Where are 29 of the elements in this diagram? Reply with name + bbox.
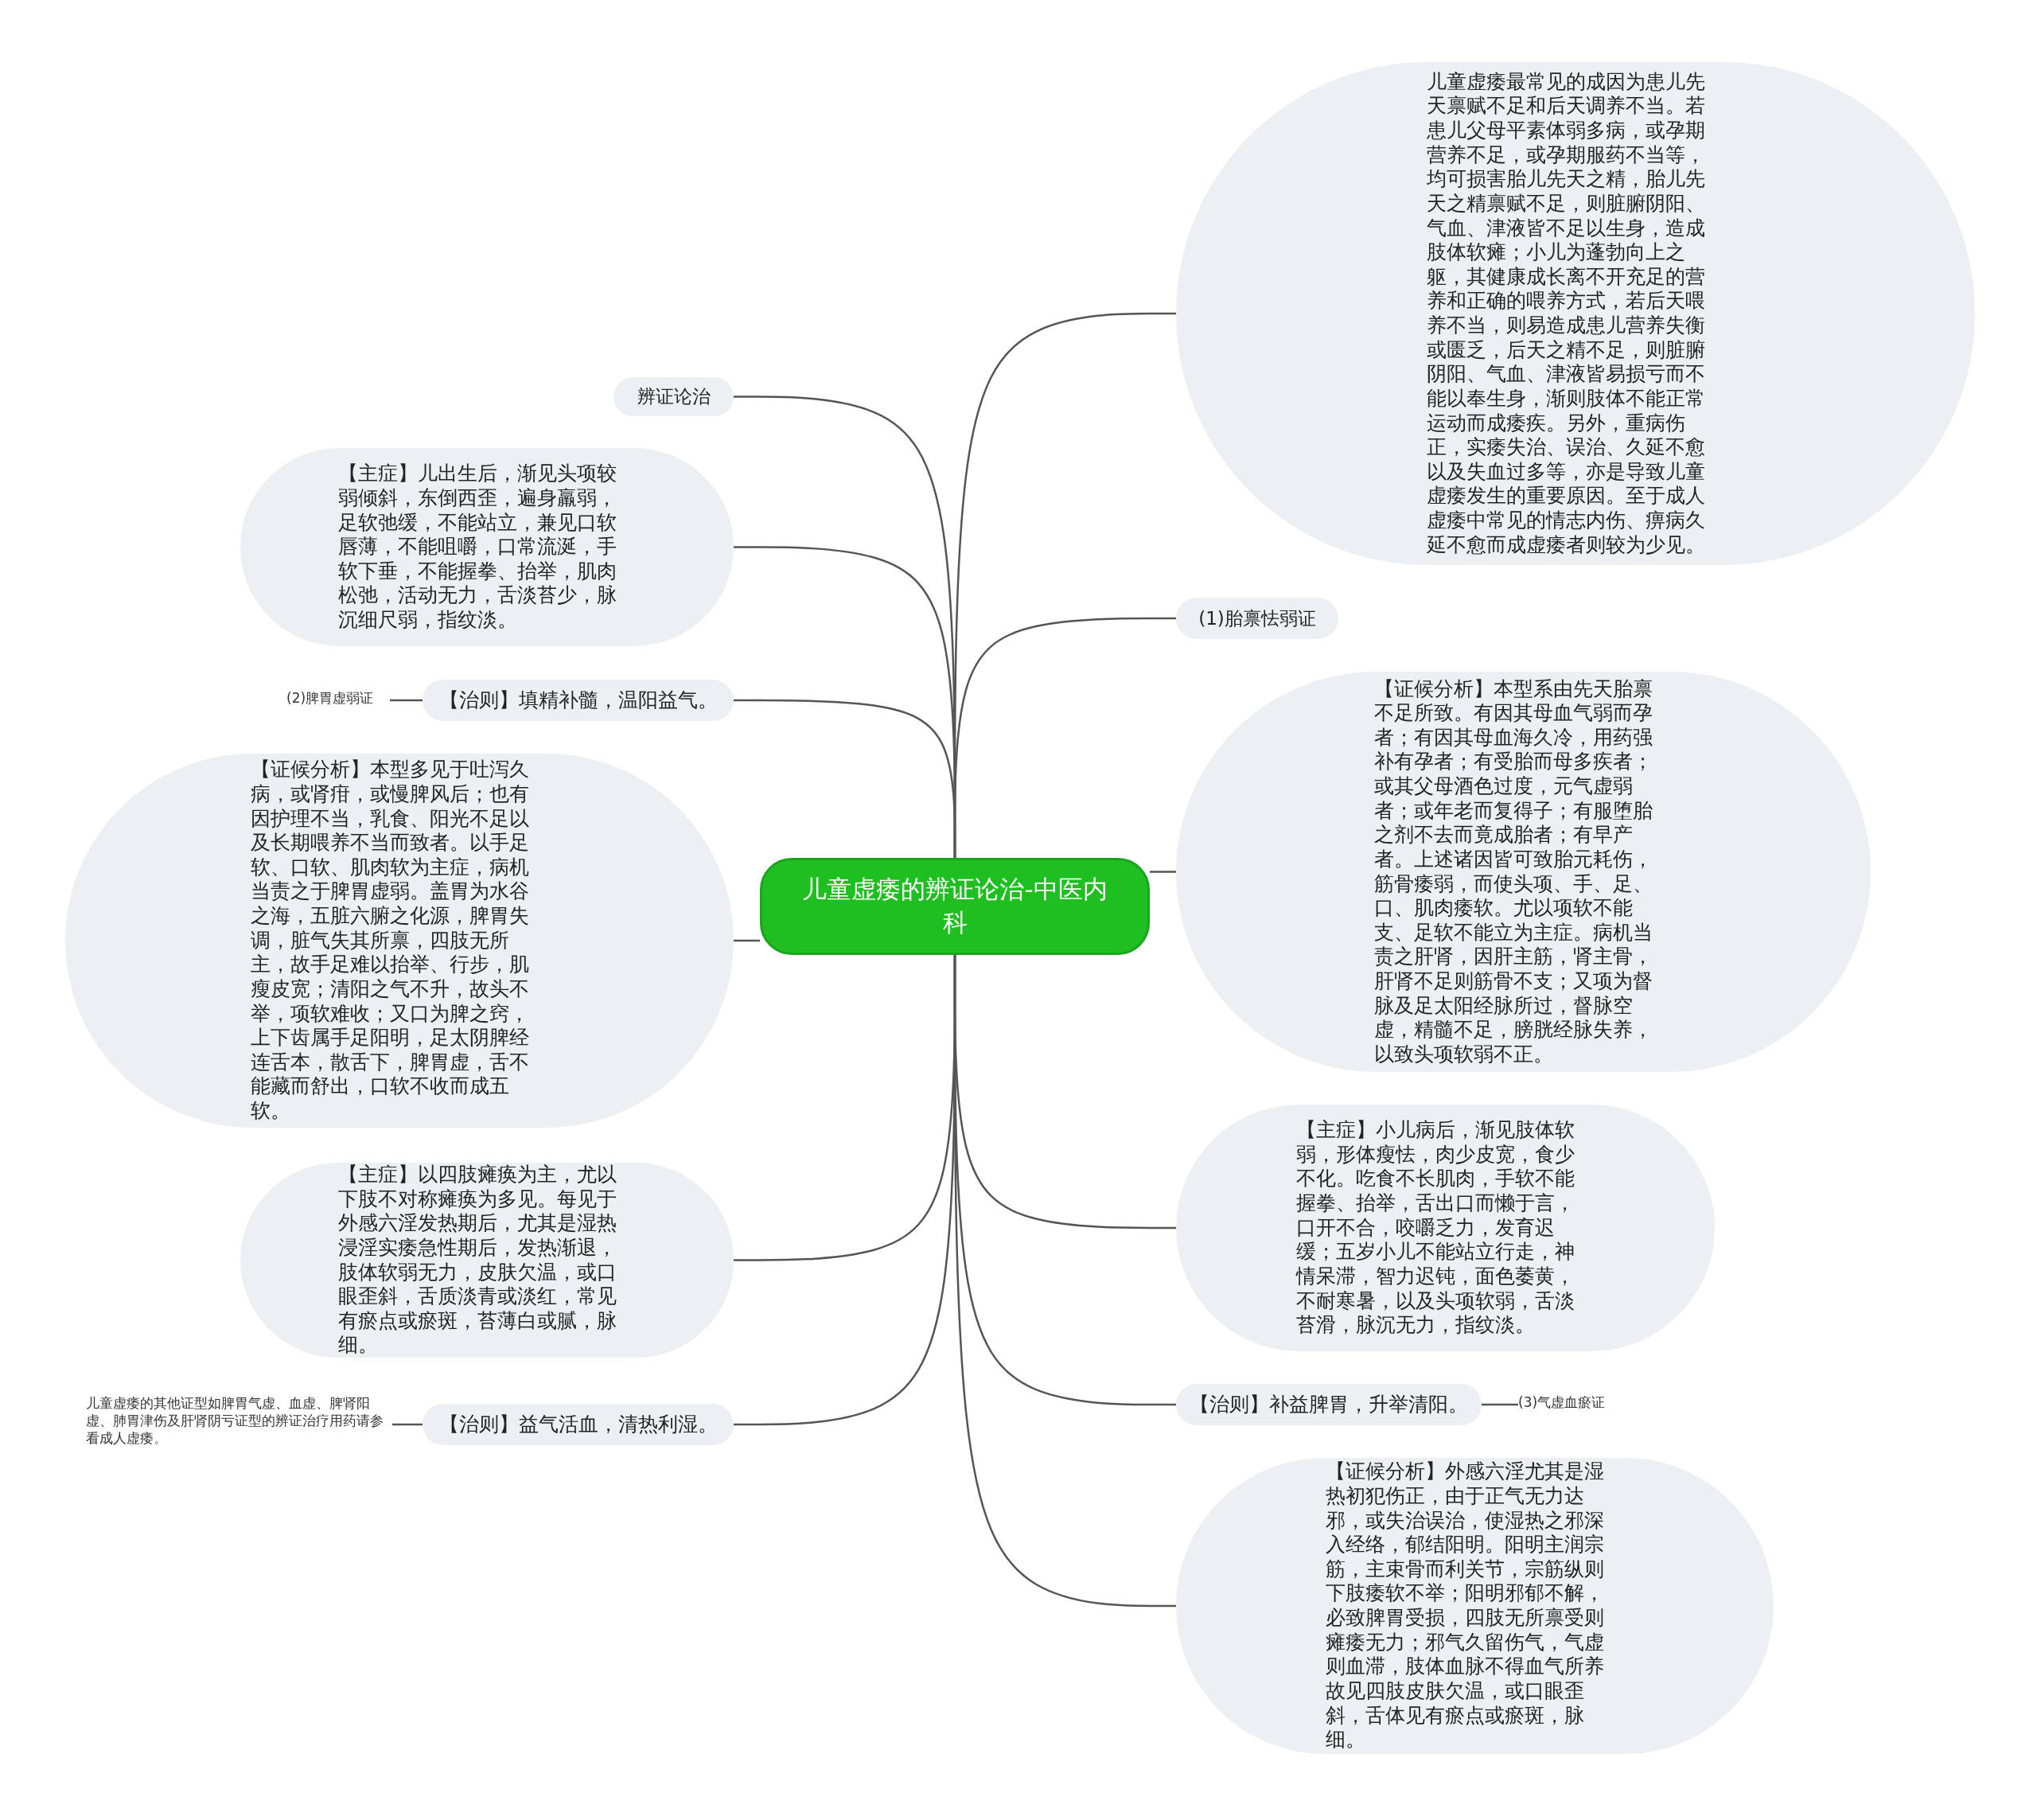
connector-line — [390, 699, 423, 702]
topic-text: 【主症】儿出生后，渐见头项较弱倾斜，东倒西歪，遍身羸弱，足软弛缓，不能站立，兼见口软唇薄，不能咀嚼，口常流涎，手软下垂，不能握拳、抬举，肌肉松弛，活动无力，舌淡苔少，脉沉细尺弱，指纹淡。 — [337, 462, 617, 633]
connector-line — [392, 1423, 423, 1426]
topic-text: 儿童虚痿最常见的成因为患儿先天禀赋不足和后天调养不当。若患儿父母平素体弱多病，或孕期营养不足，或孕期服药不当等，均可损害胎儿先天之精，胎儿先天之精禀赋不足，则脏腑阴阳、气血、津液皆不足以生身，造成肢体软瘫；小儿为蓬勃向上之躯，其健康成长离不开充足的营养和正确的喂养方式，若后天喂养不当，则易造成患儿营养失衡或匮乏，后天之精不足，则脏腑阴阳、气血、津液皆易损亏而不能以奉生身，渐则肢体不能正常运动而成痿疾。另外，重病伤正，实痿失治、误治、久延不愈以及失血过多等，亦是导致儿童虚痿发生的重要原因。至于成人虚痿中常见的情志内伤、痹病久延不愈而成虚痿者则较为少见。 — [1426, 69, 1706, 558]
central-topic — [760, 858, 1150, 955]
topic-text: 【治则】填精补髓，温阳益气。 — [438, 688, 718, 713]
connector-line — [953, 955, 1176, 1608]
central-topic-text: 儿童虚痿的辨证论治-中医内科 — [801, 874, 1108, 938]
topic-text: 【证候分析】本型系由先天胎禀不足所致。有因其母血气弱而孕者；有因其母血海久冷，用药强补有孕者；有受胎而母多疾者；或其父母酒色过度，元气虚弱者；或年老而复得子；有服堕胎之剂不去而竟成胎者；有早产者。上述诸因皆可致胎元耗伤，筋骨痿弱，而使头项、手、足、口、肌肉痿软。尤以项软不能支、足软不能立为主症。病机当责之肝肾，因肝主筋，肾主骨，肝肾不足则筋骨不支；又项为督脉及足太阳经脉所过，督脉空虚，精髓不足，膀胱经脉失养，以致头项软弱不正。 — [1374, 676, 1654, 1067]
connector-line — [734, 939, 760, 942]
topic-text: 【治则】补益脾胃，升举清阳。 — [1190, 1392, 1468, 1417]
topic-bubble — [423, 1404, 734, 1445]
note-text: 儿童虚痿的其他证型如脾胃气虚、血虚、脾肾阳虚、肺胃津伤及肝肾阴亏证型的辨证治疗用药请参看成人虚痿。 — [86, 1394, 392, 1458]
connector-line — [1482, 1403, 1518, 1406]
branch-label: (2)脾胃虚弱证 — [286, 689, 390, 711]
topic-text: 【证候分析】外感六淫尤其是湿热初犯伤正，由于正气无力达邪，或失治误治，使湿热之邪深入经络，郁结阳明。阳明主润宗筋，主束骨而利关节，宗筋纵则下肢痿软不举；阳明邪郁不解，必致脾胃受损，四肢无所禀受则瘫痿无力；邪气久留伤气，气虚则血滞，肢体血脉不得血气所养故见四肢皮肤欠温，或口眼歪斜，舌体见有瘀点或瘀斑，脉细。 — [1326, 1460, 1606, 1752]
topic-bubble — [1176, 1384, 1482, 1425]
topic-bubble — [613, 377, 734, 416]
topic-text: 【主症】小儿病后，渐见肢体软弱，形体瘦怯，肉少皮宽，食少不化。吃食不长肌肉，手软不能握拳、抬举，舌出口而懒于言，口开不合，咬嚼乏力，发育迟缓；五岁小儿不能站立行走，神情呆滞，智力迟钝，面色萎黄，不耐寒暑，以及头项软弱，舌淡苔滑，脉沉无力，指纹淡。 — [1296, 1118, 1576, 1338]
topic-text: 【治则】益气活血，清热利湿。 — [438, 1412, 718, 1437]
topic-bubble — [1176, 598, 1338, 639]
topic-text: (1)胎禀怯弱证 — [1198, 606, 1316, 630]
topic-text: 辨证论治 — [637, 385, 711, 408]
topic-text: 【主症】以四肢瘫痪为主，尤以下肢不对称瘫痪为多见。每见于外感六淫发热期后，尤其是湿热浸淫实痿急性期后，发热渐退，肢体软弱无力，皮肤欠温，或口眼歪斜，舌质淡青或淡红，常见有瘀点或瘀斑，苔薄白或腻，脉细。 — [337, 1163, 617, 1358]
branch-label: (3)气虚血瘀证 — [1518, 1393, 1638, 1416]
topic-bubble — [423, 680, 734, 721]
connector-line — [1150, 871, 1176, 873]
topic-text: 【证候分析】本型多见于吐泻久病，或肾疳，或慢脾风后；也有因护理不当，乳食、阳光不足以及长期喂养不当而致者。以手足软、口软、肌肉软为主症，病机当责之于脾胃虚弱。盖胃为水谷之海，五脏六腑之化源，脾胃失调，脏气失其所禀，四肢无所主，故手足难以抬举、行步，肌瘦皮宽；清阳之气不升，故头不举，项软难收；又口为脾之窍，上下齿属手足阳明，足太阴脾经连舌本，散舌下，脾胃虚，舌不能藏而舒出，口软不收而成五软。 — [250, 758, 530, 1124]
connector-line — [953, 617, 1176, 858]
